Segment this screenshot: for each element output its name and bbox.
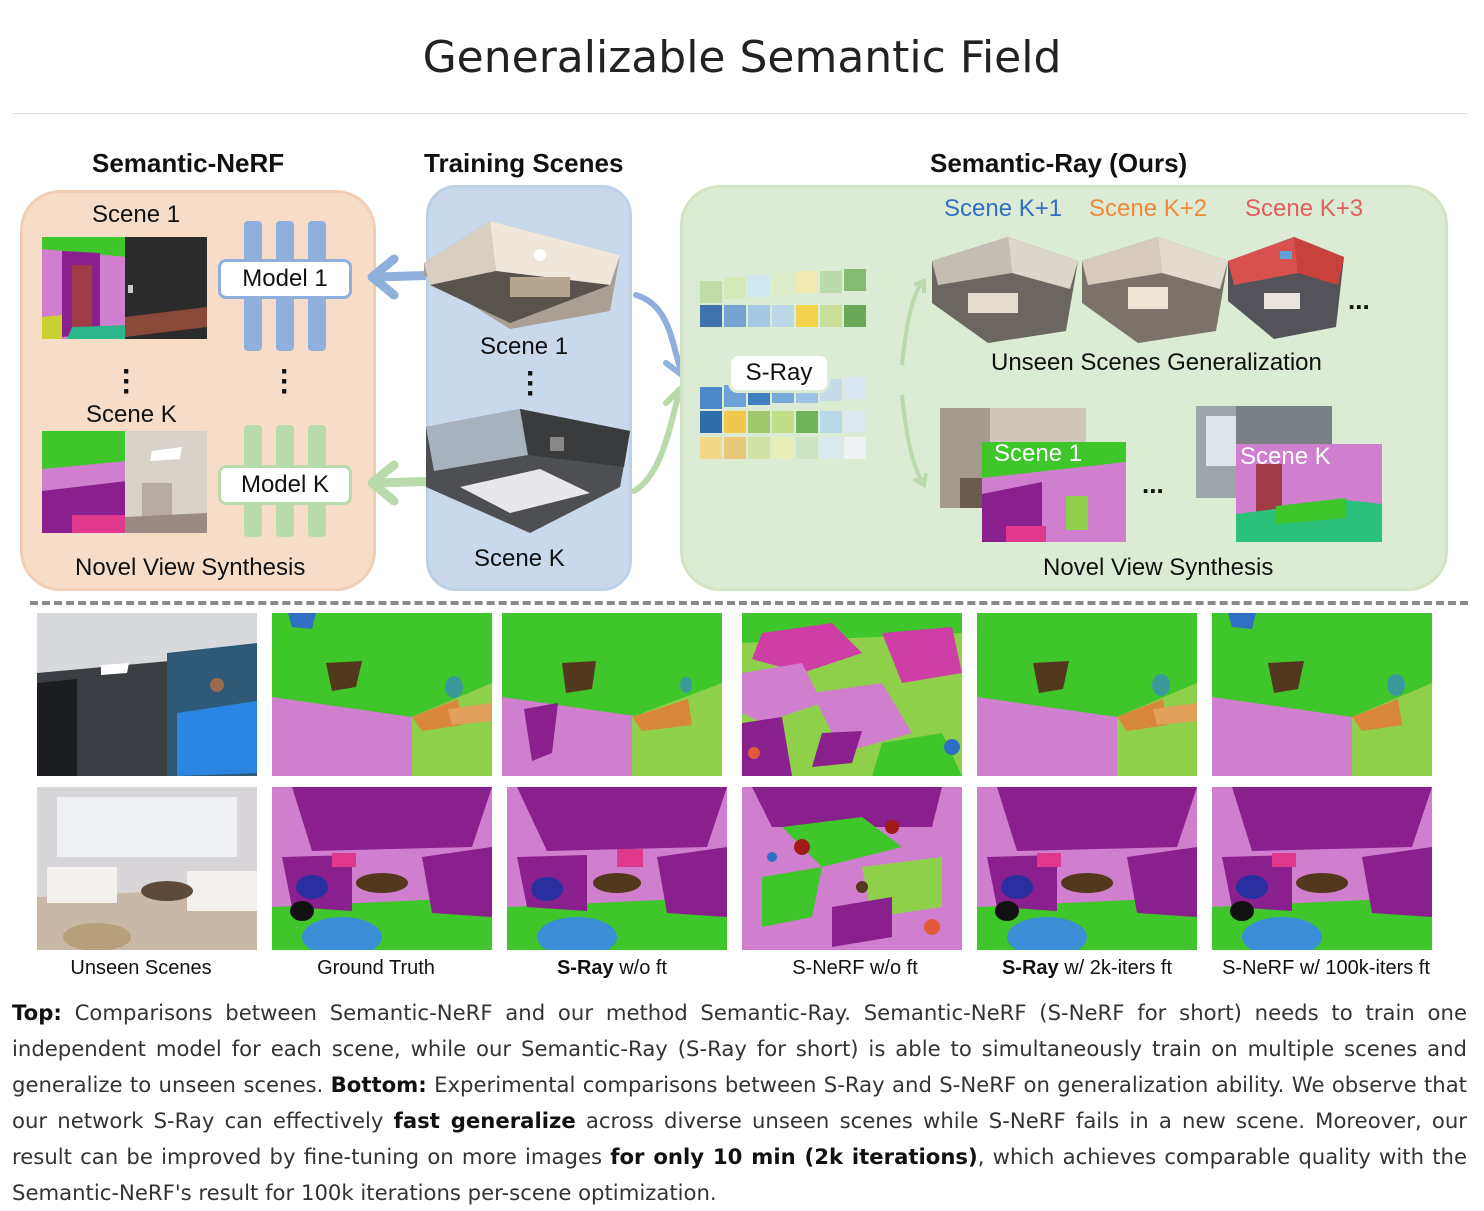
row1-snerf-wo-ft [742,613,962,776]
col-label-sray-wo-ft: S-Ray w/o ft [556,957,668,979]
left-vertical-ellipsis-1: ··· [122,355,132,408]
col-label-snerf-100k-ft: S-NeRF w/ 100k-iters ft [1222,957,1430,979]
scene-k2-label: Scene K+2 [1089,195,1208,222]
page-title: Generalizable Semantic Field [422,32,1062,83]
title-divider [12,113,1468,114]
left-scene-1-label: Scene 1 [92,201,181,228]
row1-snerf-100k-ft [1212,613,1432,776]
left-vertical-ellipsis-2: ··· [280,355,290,408]
row1-unseen-scene [37,613,257,776]
row2-snerf-wo-ft [742,787,962,950]
col-label-ground-truth: Ground Truth [317,957,435,979]
right-nvs-label: Novel View Synthesis [1043,554,1274,581]
sray-output-arrows [900,278,928,489]
training-scene-1-label: Scene 1 [480,333,569,360]
model-1-box: Model 1 [218,259,352,299]
unseen-scene-renders [932,237,1344,343]
training-vertical-ellipsis: ··· [526,357,536,410]
col-label-sray-2k-ft: S-Ray w/ 2k-iters ft [1001,957,1173,979]
figure-caption: Top: Comparisons between Semantic-NeRF a… [12,1000,1468,1205]
semantic-nerf-header: Semantic-NeRF [92,148,285,178]
row1-ground-truth [272,613,492,776]
training-scene-k-render [426,409,630,533]
semantic-ray-header: Semantic-Ray (Ours) [930,148,1188,178]
row2-sray-2k-ft [977,787,1197,950]
nvs-scene-1-label: Scene 1 [994,440,1083,467]
left-nvs-label: Novel View Synthesis [75,554,306,581]
row2-sray-wo-ft [507,787,727,950]
row2-snerf-100k-ft [1212,787,1432,950]
training-scenes-header: Training Scenes [424,148,624,178]
model-k-box: Model K [218,465,352,505]
training-scene-1-render [424,221,620,329]
sray-label-box: S-Ray [728,353,830,393]
col-label-snerf-wo-ft: S-NeRF w/o ft [792,957,918,979]
figure-dashed-divider [30,601,1468,605]
row1-sray-wo-ft [502,613,722,776]
row1-sray-2k-ft [977,613,1197,776]
unseen-scenes-label: Unseen Scenes Generalization [991,349,1322,376]
nvs-ellipsis: ... [1142,469,1164,499]
sray-feature-volume [700,269,866,459]
teaser-figure: Semantic-NeRF Scene 1 ··· ··· Scene K [12,135,1474,985]
col-label-unseen-scenes: Unseen Scenes [70,957,212,979]
scene-k3-label: Scene K+3 [1245,195,1364,222]
row2-ground-truth [272,787,492,950]
row2-unseen-scene [37,787,257,950]
left-scene-k-label: Scene K [86,401,177,428]
left-scene-1-image [42,237,207,339]
training-scene-k-label: Scene K [474,545,565,572]
scene-k1-label: Scene K+1 [944,195,1063,222]
nvs-scene-k-semantic [1236,444,1382,542]
unseen-ellipsis: ... [1348,285,1370,315]
nvs-scene-1-semantic [982,442,1126,542]
left-scene-k-image [42,431,207,533]
nvs-scene-k-label: Scene K [1240,443,1331,470]
